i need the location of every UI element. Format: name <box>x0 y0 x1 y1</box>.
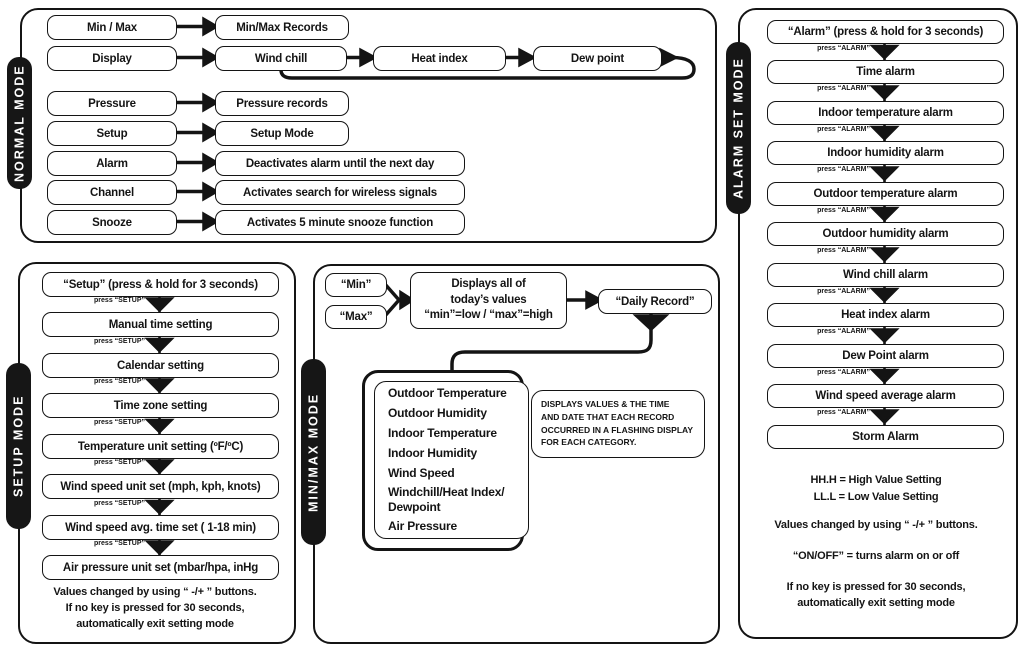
setup-step-time-zone: Time zone setting <box>42 393 279 418</box>
alarm-step-wind-chill: Wind chill alarm <box>767 263 1004 287</box>
minmax-daily-record-box: “Daily Record” <box>598 289 712 314</box>
alarm-set-mode-tab: ALARM SET MODE <box>726 42 751 214</box>
setup-footer-line: automatically exit setting mode <box>76 618 234 630</box>
alarm-press-label: press “ALARM” <box>817 85 870 92</box>
normal-chain-dew-point: Dew point <box>533 46 662 71</box>
setup-press-label: press “SETUP” <box>94 338 145 345</box>
normal-chain-wind-chill: Wind chill <box>215 46 347 71</box>
alarm-step-storm: Storm Alarm <box>767 425 1004 449</box>
alarm-start-box: “Alarm” (press & hold for 3 seconds) <box>767 20 1004 44</box>
normal-button-channel: Channel <box>47 180 177 205</box>
alarm-press-label: press “ALARM” <box>817 288 870 295</box>
minmax-list-item: Indoor Temperature <box>388 426 497 440</box>
alarm-footer-line: “ON/OFF” = turns alarm on or off <box>792 550 960 562</box>
alarm-step-outdoor-humidity: Outdoor humidity alarm <box>767 222 1004 246</box>
normal-button-display: Display <box>47 46 177 71</box>
setup-press-label: press “SETUP” <box>94 500 145 507</box>
normal-result-alarm: Deactivates alarm until the next day <box>215 151 465 176</box>
setup-press-label: press “SETUP” <box>94 419 145 426</box>
minmax-list-item: Outdoor Temperature <box>388 386 507 400</box>
normal-result-pressure-records: Pressure records <box>215 91 349 116</box>
minmax-displays-box: Displays all of today’s values “min”=low… <box>410 272 567 329</box>
minmax-displays-line: “min”=low / “max”=high <box>424 309 553 322</box>
minmax-note-line: DISPLAYS VALUES & THE TIME <box>541 399 670 409</box>
minmax-list-item: Air Pressure <box>388 519 457 533</box>
setup-press-label: press “SETUP” <box>94 378 145 385</box>
alarm-step-indoor-humidity: Indoor humidity alarm <box>767 141 1004 165</box>
setup-footer-line: Values changed by using “ -/+ ” buttons. <box>53 586 257 598</box>
normal-result-minmax-records: Min/Max Records <box>215 15 349 40</box>
alarm-step-time: Time alarm <box>767 60 1004 84</box>
minmax-note-line: FOR EACH CATEGORY. <box>541 437 637 448</box>
alarm-press-label: press “ALARM” <box>817 409 870 416</box>
normal-button-pressure: Pressure <box>47 91 177 116</box>
alarm-step-dew-point: Dew Point alarm <box>767 344 1004 368</box>
minmax-note-line: AND DATE THAT EACH RECORD <box>541 411 675 422</box>
normal-button-alarm: Alarm <box>47 151 177 176</box>
alarm-press-label: press “ALARM” <box>817 166 870 173</box>
alarm-press-label: press “ALARM” <box>817 45 870 52</box>
setup-press-label: press “SETUP” <box>94 540 145 547</box>
alarm-step-heat-index: Heat index alarm <box>767 303 1004 327</box>
setup-mode-tab: SETUP MODE <box>6 363 31 529</box>
alarm-footer-line: automatically exit setting mode <box>797 597 955 609</box>
normal-result-setup-mode: Setup Mode <box>215 121 349 146</box>
setup-step-wind-unit: Wind speed unit set (mph, kph, knots) <box>42 474 279 499</box>
minmax-displays-line: Displays all of <box>451 278 526 291</box>
alarm-footer-line: Values changed by using “ -/+ ” buttons. <box>774 519 978 531</box>
setup-footer-line: If no key is pressed for 30 seconds, <box>65 602 245 614</box>
minmax-list-item: Windchill/Heat Index/ <box>388 485 505 499</box>
setup-step-wind-avg: Wind speed avg. time set ( 1-18 min) <box>42 515 279 540</box>
setup-step-air-pressure-unit: Air pressure unit set (mbar/hpa, inHg <box>42 555 279 580</box>
alarm-footer-line: LL.L = Low Value Setting <box>813 491 939 503</box>
minmax-max-button: “Max” <box>325 305 387 329</box>
setup-start-box: “Setup” (press & hold for 3 seconds) <box>42 272 279 297</box>
alarm-press-label: press “ALARM” <box>817 328 870 335</box>
minmax-record-card <box>374 381 529 539</box>
alarm-step-outdoor-temp: Outdoor temperature alarm <box>767 182 1004 206</box>
setup-step-calendar: Calendar setting <box>42 353 279 378</box>
setup-step-temp-unit: Temperature unit setting (ºF/ºC) <box>42 434 279 459</box>
normal-mode-tab: NORMAL MODE <box>7 57 32 189</box>
alarm-step-wind-speed-avg: Wind speed average alarm <box>767 384 1004 408</box>
setup-step-manual-time: Manual time setting <box>42 312 279 337</box>
minmax-note-box: DISPLAYS VALUES & THE TIME AND DATE THAT… <box>531 390 705 458</box>
minmax-mode-tab: MIN/MAX MODE <box>301 359 326 545</box>
minmax-list-item: Outdoor Humidity <box>388 406 487 420</box>
alarm-press-label: press “ALARM” <box>817 207 870 214</box>
alarm-press-label: press “ALARM” <box>817 126 870 133</box>
alarm-footer-line: HH.H = High Value Setting <box>810 474 942 486</box>
setup-press-label: press “SETUP” <box>94 459 145 466</box>
minmax-displays-line: today’s values <box>450 293 527 306</box>
setup-press-label: press “SETUP” <box>94 297 145 304</box>
minmax-list-item: Wind Speed <box>388 466 455 480</box>
minmax-note-line: OCCURRED IN A FLASHING DISPLAY <box>541 424 694 435</box>
alarm-press-label: press “ALARM” <box>817 369 870 376</box>
minmax-min-button: “Min” <box>325 273 387 297</box>
normal-button-snooze: Snooze <box>47 210 177 235</box>
alarm-press-label: press “ALARM” <box>817 247 870 254</box>
normal-result-snooze: Activates 5 minute snooze function <box>215 210 465 235</box>
minmax-list-item: Indoor Humidity <box>388 446 477 460</box>
normal-chain-heat-index: Heat index <box>373 46 506 71</box>
minmax-list-item: Dewpoint <box>388 500 441 514</box>
normal-button-setup: Setup <box>47 121 177 146</box>
normal-result-channel: Activates search for wireless signals <box>215 180 465 205</box>
normal-button-minmax: Min / Max <box>47 15 177 40</box>
alarm-footer-line: If no key is pressed for 30 seconds, <box>786 581 966 593</box>
alarm-step-indoor-temp: Indoor temperature alarm <box>767 101 1004 125</box>
